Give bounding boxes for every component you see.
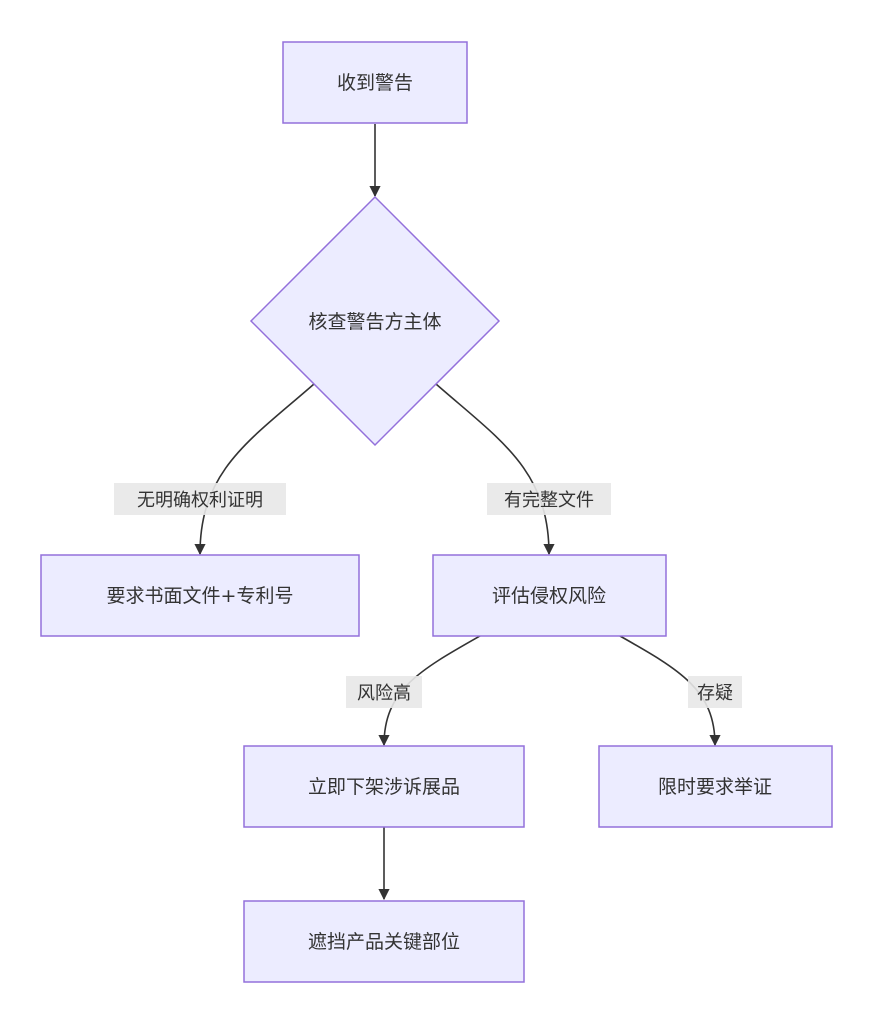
- svg-text:限时要求举证: 限时要求举证: [658, 776, 772, 798]
- node-assess-risk: 评估侵权风险: [432, 554, 667, 637]
- node-take-down: 立即下架涉诉展品: [243, 745, 525, 828]
- svg-text:有完整文件: 有完整文件: [504, 490, 594, 511]
- edge-label-high-risk: 风险高: [346, 676, 422, 708]
- edge-verify-to-assess: [435, 383, 555, 556]
- node-verify-sender: 核查警告方主体: [249, 195, 501, 447]
- svg-text:收到警告: 收到警告: [337, 72, 413, 94]
- edge-label-full-docs: 有完整文件: [487, 483, 611, 515]
- svg-text:评估侵权风险: 评估侵权风险: [492, 585, 606, 607]
- node-request-evidence: 限时要求举证: [598, 745, 833, 828]
- svg-text:风险高: 风险高: [357, 683, 411, 704]
- node-receive-warning: 收到警告: [282, 41, 468, 124]
- node-request-docs: 要求书面文件+专利号: [40, 554, 360, 637]
- node-cover-product: 遮挡产品关键部位: [243, 900, 525, 983]
- edge-label-doubtful: 存疑: [688, 676, 742, 708]
- svg-text:核查警告方主体: 核查警告方主体: [308, 311, 441, 333]
- svg-text:遮挡产品关键部位: 遮挡产品关键部位: [308, 931, 460, 953]
- edge-verify-to-request-docs: [194, 383, 315, 556]
- edge-label-no-proof: 无明确权利证明: [114, 483, 286, 515]
- svg-text:存疑: 存疑: [697, 683, 733, 704]
- svg-text:要求书面文件+专利号: 要求书面文件+专利号: [107, 585, 294, 607]
- svg-text:立即下架涉诉展品: 立即下架涉诉展品: [308, 776, 460, 798]
- svg-text:无明确权利证明: 无明确权利证明: [137, 490, 263, 511]
